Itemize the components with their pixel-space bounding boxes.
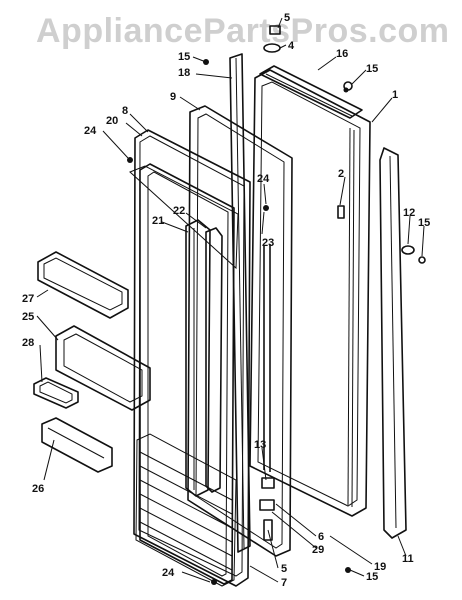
watermark: AppliancePartsPros.com [36, 12, 450, 50]
callout-4: 4 [288, 40, 295, 52]
callout-22: 22 [173, 205, 185, 217]
callout-13: 13 [254, 439, 266, 451]
callout-labels: 5 4 15 16 15 18 9 1 8 20 24 24 2 22 21 2… [22, 12, 430, 589]
callout-24: 24 [84, 125, 97, 137]
drip-tray [33, 377, 79, 409]
callout-1: 1 [392, 89, 398, 101]
lower-grille [135, 433, 237, 587]
callout-29: 29 [312, 544, 324, 556]
inner-door-liner [129, 129, 251, 587]
callout-15: 15 [366, 571, 378, 583]
dispenser-housing [55, 325, 151, 411]
side-trim-rail [379, 147, 407, 539]
callout-5: 5 [284, 12, 290, 24]
leader-lines [36, 17, 425, 583]
gasket-rod [263, 244, 271, 472]
callout-15: 15 [366, 63, 378, 75]
callout-12: 12 [403, 207, 415, 219]
callout-2: 2 [338, 168, 344, 180]
callout-27: 27 [22, 293, 34, 305]
callout-18: 18 [178, 67, 190, 79]
bottom-hinge [259, 477, 275, 541]
callout-8: 8 [122, 105, 128, 117]
callout-24: 24 [257, 173, 270, 185]
door-bin [37, 251, 129, 319]
callout-25: 25 [22, 311, 34, 323]
shelf-rail [185, 219, 223, 497]
callout-7: 7 [281, 577, 287, 589]
liner-flange [139, 163, 235, 585]
callout-20: 20 [106, 115, 118, 127]
callout-11: 11 [402, 553, 414, 565]
callout-9: 9 [170, 91, 176, 103]
callout-15: 15 [178, 51, 190, 63]
callout-21: 21 [152, 215, 164, 227]
callout-26: 26 [32, 483, 44, 495]
top-hinge-strip [259, 65, 363, 119]
screws [127, 59, 351, 585]
callout-24: 24 [162, 567, 175, 579]
callout-6: 6 [318, 531, 324, 543]
callout-15: 15 [418, 217, 430, 229]
callout-19: 19 [374, 561, 386, 573]
dispenser-trim [41, 417, 113, 473]
side-fastener [337, 205, 426, 264]
callout-23: 23 [262, 237, 274, 249]
callout-16: 16 [336, 48, 348, 60]
callout-28: 28 [22, 337, 34, 349]
callout-5: 5 [281, 563, 287, 575]
outer-door-panel [249, 69, 371, 517]
